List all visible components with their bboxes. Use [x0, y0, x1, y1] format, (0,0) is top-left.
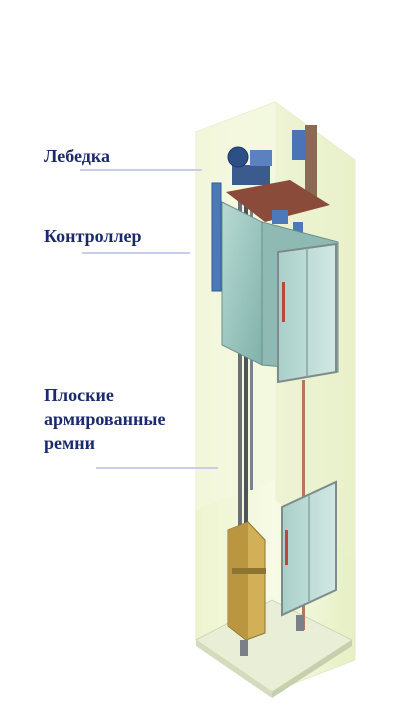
label-belts-line3: ремни	[44, 433, 96, 453]
elevator-car-upper	[221, 201, 339, 384]
label-winch: Лебедка	[44, 146, 110, 166]
label-belts-line1: Плоские	[44, 385, 114, 405]
buffer	[296, 615, 304, 631]
buffer	[240, 640, 248, 656]
leader-line-winch	[80, 169, 202, 171]
winch-machine	[227, 125, 317, 205]
label-belts-line2: армированные	[44, 409, 166, 429]
leader-line-belts	[96, 467, 218, 469]
guide-rail	[211, 182, 222, 292]
landing-door-lower	[281, 480, 337, 617]
counterweight	[227, 521, 266, 641]
label-controller: Контроллер	[44, 226, 142, 246]
controller	[226, 180, 330, 234]
leader-line-controller	[82, 252, 190, 254]
